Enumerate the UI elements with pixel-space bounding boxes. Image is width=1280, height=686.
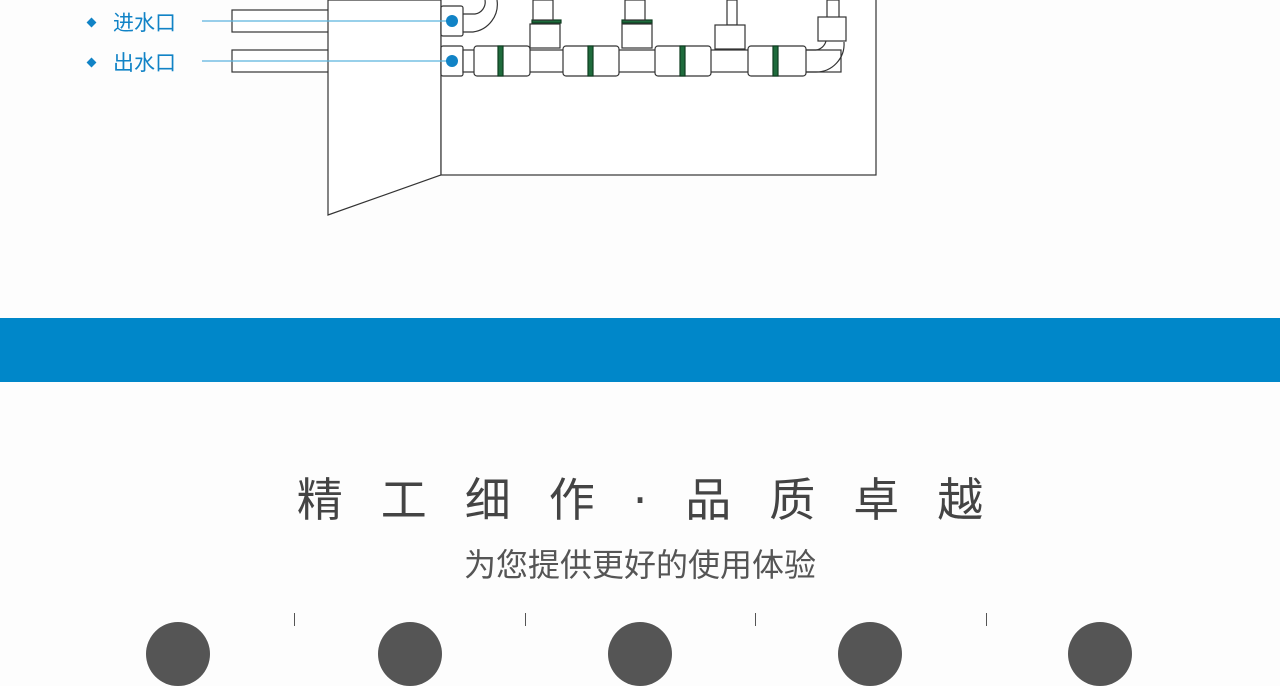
manifold-diagram (202, 0, 877, 216)
outlet-label: 出水口 (86, 47, 176, 77)
section-subtitle: 为您提供更好的使用体验 (463, 546, 816, 584)
feature-icon (378, 622, 442, 686)
diamond-bullet-icon (86, 17, 97, 27)
divider (525, 613, 526, 626)
divider (294, 613, 295, 626)
divider (986, 613, 987, 626)
section-title: 精工细作·品质卓越 (296, 473, 1022, 527)
divider (755, 613, 756, 626)
outlet-text: 出水口 (113, 51, 176, 75)
feature-icon (838, 622, 902, 686)
blue-banner (0, 318, 1280, 382)
inlet-text: 进水口 (113, 11, 176, 35)
inlet-label: 进水口 (86, 7, 176, 37)
feature-icon (608, 622, 672, 686)
feature-icon (1068, 622, 1132, 686)
feature-icon (146, 622, 210, 686)
diamond-bullet-icon (86, 57, 97, 67)
